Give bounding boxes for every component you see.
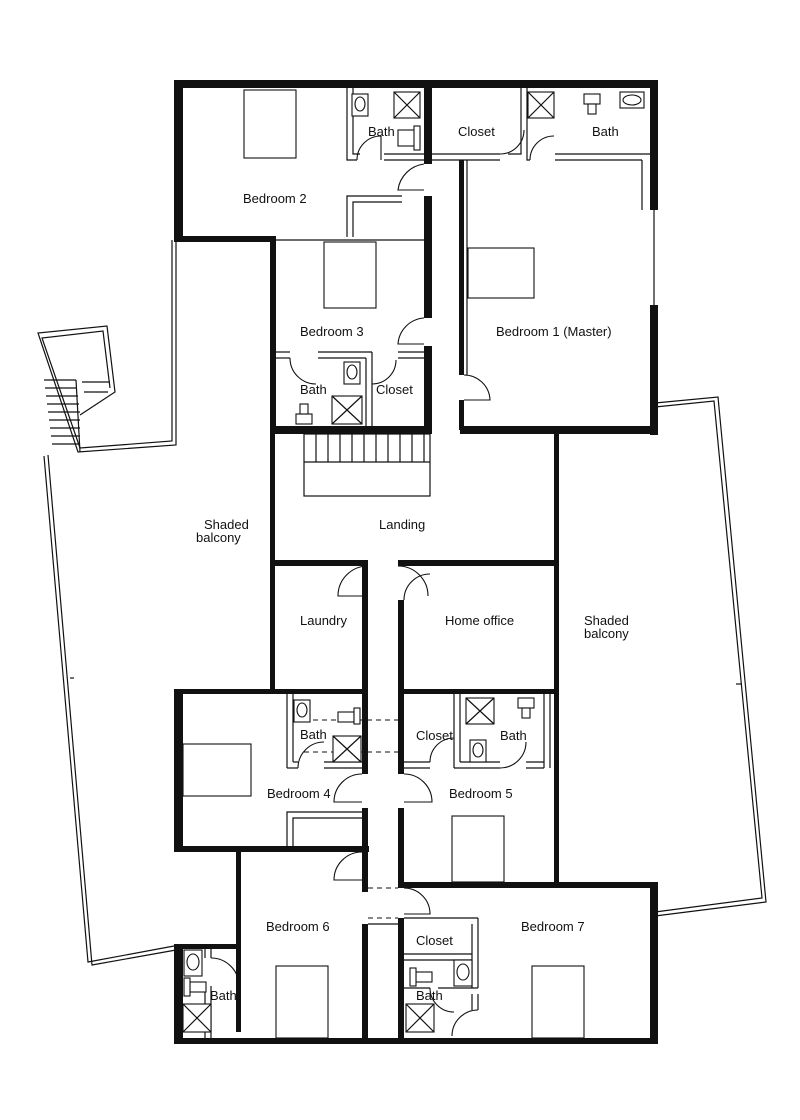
room-label-bedroom-4: Bedroom 4 (267, 786, 331, 801)
toilets (183, 91, 645, 997)
toilet-icon (619, 91, 645, 109)
room-label-closet: Closet (458, 124, 495, 139)
toilet-icon (583, 93, 601, 115)
room-label-bedroom-2: Bedroom 2 (243, 191, 307, 206)
room-label-bath: Bath (592, 124, 619, 139)
room-label-bath: Bath (368, 124, 395, 139)
bed-icon (467, 247, 535, 299)
room-label-laundry: Laundry (300, 613, 347, 628)
room-labels: Bedroom 2 Bath Closet Bath Bedroom 1 (Ma… (196, 124, 629, 1003)
bed-icon (323, 241, 377, 309)
room-label-home-office: Home office (445, 613, 514, 628)
landing-stair (303, 433, 431, 497)
room-label-bedroom-3: Bedroom 3 (300, 324, 364, 339)
bed-icon (243, 89, 297, 159)
bed-icon (275, 965, 329, 1039)
shower-icon (527, 91, 555, 119)
toilet-icon (409, 967, 433, 987)
right-balcony-outline (654, 396, 767, 917)
shower-icon (332, 735, 362, 763)
toilet-icon (453, 959, 473, 987)
room-label-closet: Closet (416, 728, 453, 743)
shower-icon (331, 395, 363, 425)
room-label-bedroom-5: Bedroom 5 (449, 786, 513, 801)
toilet-icon (343, 361, 361, 385)
bed-icon (531, 965, 585, 1039)
room-label-shaded-balcony-left-line2: balcony (196, 530, 241, 545)
left-balcony-outline (37, 240, 177, 966)
beds (182, 89, 585, 1039)
interior-lines (204, 88, 655, 1038)
bed-icon (182, 743, 252, 797)
toilet-icon (397, 125, 421, 151)
room-label-landing: Landing (379, 517, 425, 532)
room-label-closet: Closet (416, 933, 453, 948)
room-label-bath: Bath (416, 988, 443, 1003)
shower-icon (405, 1003, 435, 1033)
room-label-bath: Bath (500, 728, 527, 743)
left-stair (44, 379, 110, 453)
doors (210, 129, 555, 1037)
shower-fixtures (182, 91, 555, 1033)
room-label-bedroom-1-master: Bedroom 1 (Master) (496, 324, 612, 339)
shower-icon (393, 91, 421, 119)
room-label-shaded-balcony-left-line1: Shaded (204, 517, 249, 532)
toilet-icon (295, 403, 313, 425)
bed-icon (451, 815, 505, 883)
toilet-icon (183, 949, 203, 977)
room-label-bedroom-6: Bedroom 6 (266, 919, 330, 934)
walls (174, 80, 658, 1044)
room-label-bath: Bath (210, 988, 237, 1003)
shower-icon (465, 697, 495, 725)
room-label-shaded-balcony-right-line1: Shaded (584, 613, 629, 628)
toilet-icon (293, 699, 311, 723)
toilet-icon (183, 977, 207, 997)
toilet-icon (351, 93, 369, 117)
shower-icon (182, 1003, 212, 1033)
room-label-bath: Bath (300, 727, 327, 742)
toilet-icon (517, 697, 535, 719)
toilet-icon (469, 739, 487, 763)
room-label-shaded-balcony-right-line2: balcony (584, 626, 629, 641)
toilet-icon (337, 707, 361, 725)
room-label-closet: Closet (376, 382, 413, 397)
room-label-bath: Bath (300, 382, 327, 397)
room-label-bedroom-7: Bedroom 7 (521, 919, 585, 934)
